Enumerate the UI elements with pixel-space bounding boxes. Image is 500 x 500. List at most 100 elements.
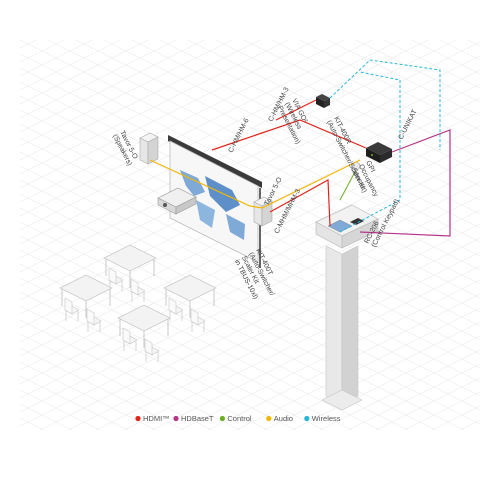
cable-control: [339, 169, 357, 201]
grid-line: [19, 39, 205, 133]
grid-line: [327, 39, 481, 117]
grid-line: [19, 41, 481, 273]
grid-line: [263, 321, 481, 431]
desk: [117, 304, 171, 348]
grid-line: [431, 405, 481, 431]
grid-line: [123, 251, 481, 431]
grid-line: [403, 391, 481, 431]
label-kit-400t: KIT-400T(Auto-Switcher/Scaler Kitin TBUS…: [233, 248, 282, 305]
cable-lines: [149, 59, 451, 237]
grid-line: [19, 167, 481, 399]
floor-grid: [19, 39, 481, 431]
grid-line: [19, 207, 465, 431]
grid-line: [19, 39, 149, 105]
grid-line: [19, 417, 45, 431]
via-go-device: [316, 94, 330, 108]
grid-line: [19, 39, 373, 217]
grid-line: [19, 55, 481, 287]
grid-line: [19, 39, 481, 271]
label-tavor-speakers: Tavor 5-O(Speakers): [111, 130, 140, 167]
grid-line: [19, 151, 481, 383]
grid-line: [103, 39, 481, 229]
legend-label: Wireless: [312, 414, 341, 423]
desk: [59, 274, 113, 318]
grid-line: [95, 237, 481, 431]
chair: [64, 297, 80, 321]
grid-line: [19, 39, 37, 49]
chair: [86, 308, 102, 332]
grid-line: [383, 39, 481, 89]
kit-400r-device: [366, 142, 392, 163]
grid-line: [19, 305, 269, 431]
grid-line: [243, 39, 481, 159]
grid-line: [19, 39, 345, 203]
grid-line: [19, 193, 481, 425]
grid-line: [319, 349, 481, 431]
grid-line: [19, 403, 73, 431]
grid-line: [411, 39, 481, 75]
grid-line: [75, 39, 481, 243]
desk: [163, 274, 217, 318]
grid-line: [19, 39, 177, 119]
grid-line: [159, 39, 481, 201]
grid-line: [19, 39, 317, 189]
grid-line: [19, 39, 289, 175]
legend-swatch-hdbaset: [173, 415, 179, 422]
grid-line: [19, 389, 101, 431]
grid-line: [19, 375, 129, 431]
cable-audio: [149, 159, 361, 209]
grid-line: [215, 39, 481, 173]
grid-line: [151, 265, 481, 431]
grid-line: [19, 39, 401, 231]
grid-line: [131, 39, 481, 215]
cable-hdmi-screen: [211, 119, 367, 151]
grid-line: [19, 53, 481, 285]
grid-line: [19, 181, 481, 413]
grid-line: [439, 39, 481, 61]
grid-line: [271, 39, 481, 145]
grid-line: [19, 319, 241, 431]
grid-line: [39, 209, 481, 431]
grid-line: [47, 39, 481, 257]
grid-line: [375, 377, 481, 431]
chair: [130, 278, 146, 302]
grid-line: [19, 39, 429, 245]
label-via-go: VIA GO²(WirelessPresentation): [276, 98, 315, 146]
grid-line: [467, 39, 481, 47]
chair: [144, 338, 160, 362]
grid-line: [19, 165, 481, 397]
chair: [168, 297, 184, 321]
wireless-link-2: [339, 71, 401, 233]
legend-swatch-audio: [266, 415, 272, 422]
legend-label: HDMI™: [143, 414, 170, 423]
grid-line: [19, 179, 481, 411]
cable-hdbaset: [359, 129, 451, 237]
legend-label: HDBaseT: [181, 414, 214, 423]
tavor-speaker-left: [139, 132, 159, 165]
grid-line: [19, 39, 65, 63]
grid-line: [355, 39, 481, 103]
legend-swatch-control: [219, 415, 225, 422]
grid-line: [19, 39, 261, 161]
legend-label: Audio: [274, 414, 293, 423]
grid-line: [19, 221, 437, 431]
cable-hdmi-via-go: [275, 99, 317, 121]
grid-line: [19, 39, 93, 77]
grid-line: [299, 39, 481, 131]
grid-line: [19, 153, 481, 385]
grid-line: [187, 39, 481, 187]
cable-hdmi-lectern: [269, 179, 331, 227]
grid-line: [19, 347, 185, 431]
wireless-link-1: [329, 59, 441, 150]
lectern: [315, 204, 379, 411]
grid-line: [19, 361, 157, 431]
grid-line: [459, 419, 481, 431]
grid-line: [347, 363, 481, 431]
grid-line: [291, 335, 481, 431]
legend-label: Control: [227, 414, 252, 423]
legend-swatch-hdmi: [135, 415, 141, 422]
grid-line: [67, 223, 481, 431]
classroom-desks: [59, 244, 217, 362]
legend: HDMI™ HDBaseT Control Audio Wireless: [135, 414, 341, 423]
